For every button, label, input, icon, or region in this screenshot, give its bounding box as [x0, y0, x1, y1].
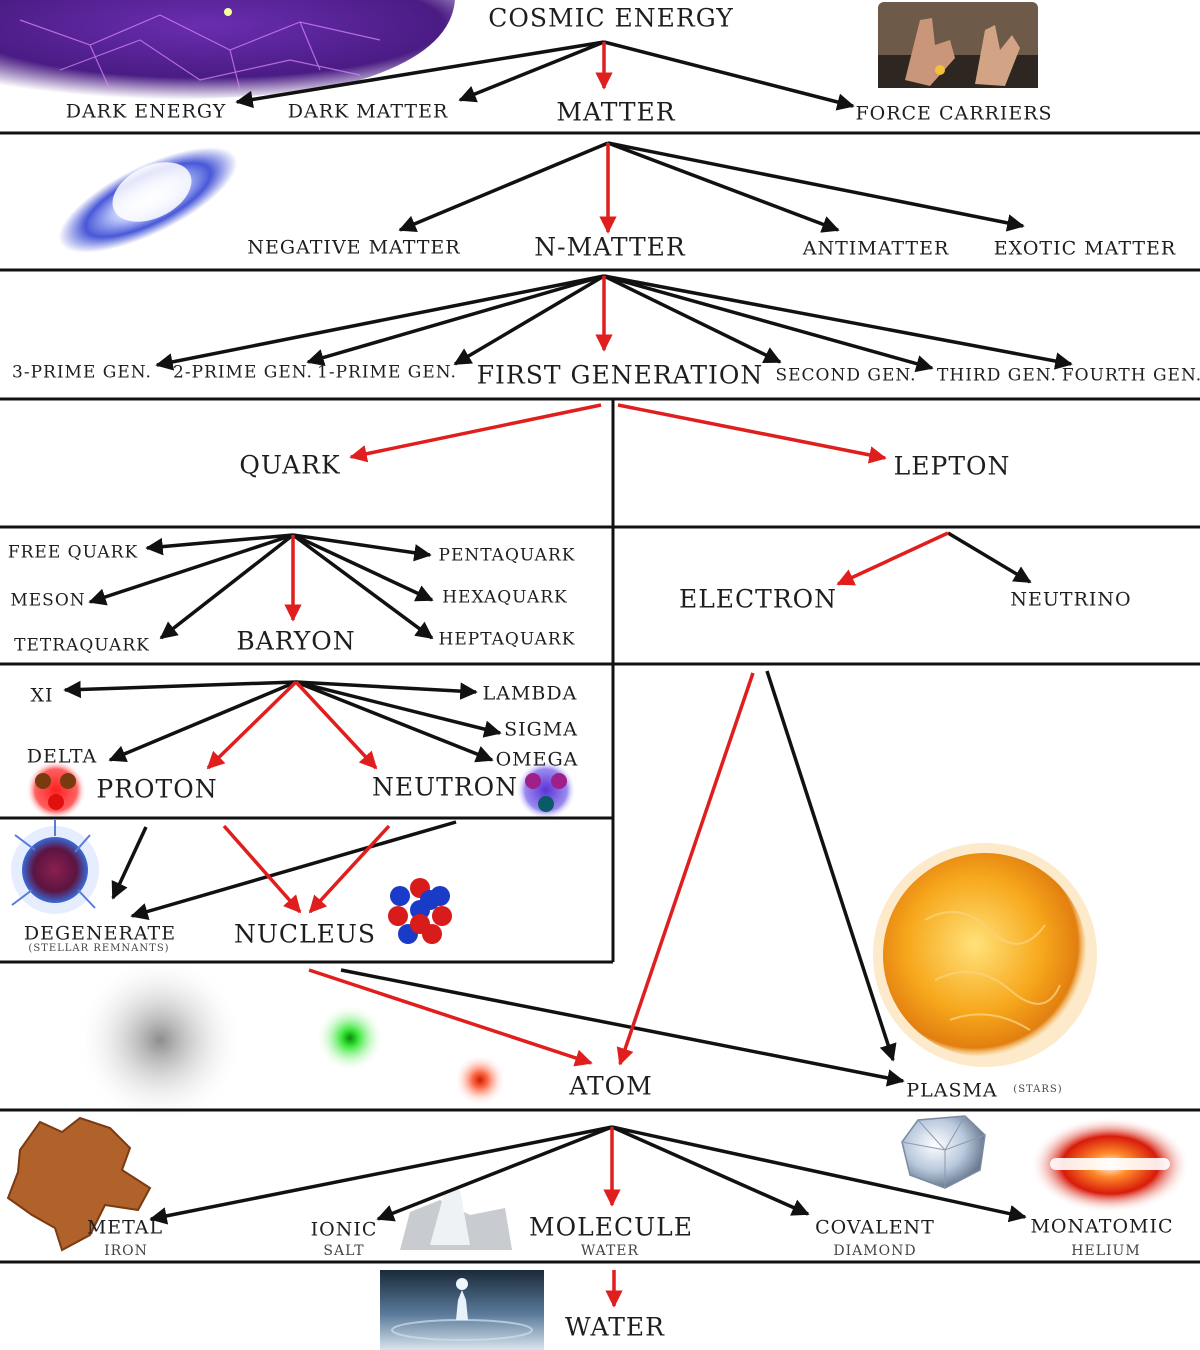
- salt-crystal-image: [400, 1190, 512, 1250]
- ionic-label: IONIC: [310, 1218, 378, 1241]
- omega-label: OMEGA: [495, 748, 579, 771]
- galaxy-image: [58, 147, 238, 253]
- plasma-note: (STARS): [1013, 1084, 1063, 1095]
- proton-label: PROTON: [96, 774, 218, 804]
- cosmic-web-image: [0, 0, 455, 101]
- degenerate-note: (STELLAR REMNANTS): [28, 943, 170, 954]
- monatomic-label: MONATOMIC: [1030, 1215, 1174, 1238]
- monatomic-example: HELIUM: [1071, 1243, 1141, 1259]
- tetraquark-label: TETRAQUARK: [14, 635, 150, 656]
- molecule-label: MOLECULE: [529, 1212, 693, 1242]
- molecule-example: WATER: [580, 1243, 640, 1259]
- meson-label: MESON: [10, 590, 86, 611]
- neutrino-label: NEUTRINO: [1010, 588, 1132, 611]
- degenerate-label: DEGENERATE: [23, 922, 177, 945]
- baryon-label: BARYON: [236, 626, 356, 656]
- branch-arrows: [63, 40, 1073, 1225]
- xi-label: XI: [30, 684, 54, 707]
- heptaquark-label: HEPTAQUARK: [438, 629, 576, 650]
- antimatter-label: ANTIMATTER: [802, 237, 950, 260]
- helium-glow-image: [1030, 1117, 1190, 1213]
- pentaquark-label: PENTAQUARK: [438, 545, 576, 566]
- matter-label: MATTER: [556, 97, 676, 127]
- covalent-label: COVALENT: [815, 1216, 935, 1239]
- green-atom-image: [316, 1004, 384, 1072]
- dark-matter-label: DARK MATTER: [287, 100, 449, 123]
- ionic-example: SALT: [323, 1243, 365, 1259]
- sigma-label: SIGMA: [504, 718, 578, 741]
- diamond-image: [901, 1115, 986, 1189]
- hexaquark-label: HEXAQUARK: [442, 587, 568, 608]
- red-atom-image: [454, 1054, 506, 1106]
- one-prime-gen-label: 1-PRIME GEN.: [317, 362, 457, 383]
- n-matter-label: N-MATTER: [534, 232, 686, 262]
- primary-path-arrows: [206, 42, 949, 1308]
- dark-energy-label: DARK ENERGY: [65, 100, 227, 123]
- third-gen-label: THIRD GEN.: [937, 365, 1057, 386]
- electron-label: ELECTRON: [678, 584, 838, 614]
- two-prime-gen-label: 2-PRIME GEN.: [173, 362, 313, 383]
- exotic-matter-label: EXOTIC MATTER: [993, 237, 1177, 260]
- cosmic-energy-label: COSMIC ENERGY: [488, 3, 734, 33]
- nucleus-image: [388, 878, 452, 944]
- metal-example: IRON: [104, 1243, 148, 1259]
- lambda-label: LAMBDA: [482, 682, 578, 705]
- neutron-label: NEUTRON: [371, 772, 519, 802]
- neutron-star-image: [11, 820, 99, 914]
- atom-label: ATOM: [569, 1071, 653, 1101]
- neutron-quarks-image: [516, 760, 576, 820]
- copper-image: [6, 1116, 152, 1252]
- nucleus-label: NUCLEUS: [233, 919, 377, 949]
- plasma-label: PLASMA: [906, 1079, 998, 1102]
- gray-atom-image: [75, 955, 245, 1125]
- first-generation-label: FIRST GENERATION: [476, 360, 764, 390]
- water-drop-image: [380, 1270, 544, 1350]
- water-label: WATER: [565, 1312, 665, 1342]
- second-gen-label: SECOND GEN.: [775, 365, 917, 386]
- three-prime-gen-label: 3-PRIME GEN.: [12, 362, 152, 383]
- delta-label: DELTA: [26, 745, 98, 768]
- quark-label: QUARK: [239, 450, 341, 480]
- sun-image: [873, 843, 1097, 1067]
- lepton-label: LEPTON: [893, 451, 1011, 481]
- proton-quarks-image: [26, 760, 86, 820]
- section-dividers: [0, 131, 1200, 1264]
- fourth-gen-label: FOURTH GEN.: [1061, 365, 1200, 386]
- hands-image: [878, 2, 1038, 88]
- metal-label: METAL: [86, 1216, 164, 1239]
- force-carriers-label: FORCE CARRIERS: [855, 102, 1053, 125]
- free-quark-label: FREE QUARK: [7, 542, 139, 563]
- negative-matter-label: NEGATIVE MATTER: [247, 236, 461, 259]
- covalent-example: DIAMOND: [833, 1243, 917, 1259]
